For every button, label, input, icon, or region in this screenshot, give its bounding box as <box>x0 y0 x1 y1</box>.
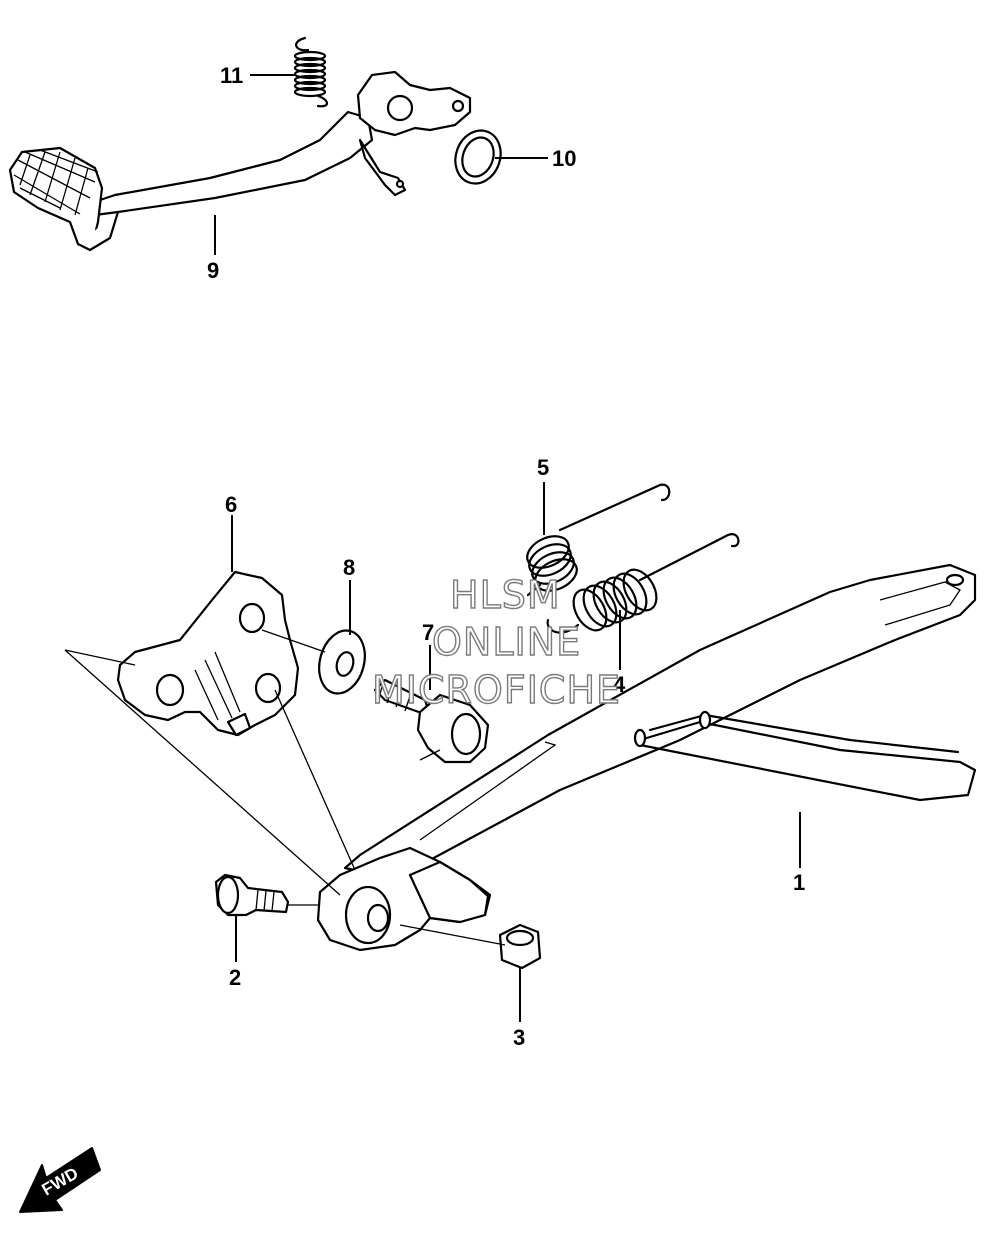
watermark: HLSM ONLINE MICROFICHE <box>371 572 621 712</box>
callout-1: 1 <box>793 870 805 895</box>
assembly-guide-lines <box>64 629 506 946</box>
washer-part-8[interactable] <box>312 625 371 698</box>
bolt-part-2[interactable] <box>214 873 290 917</box>
callout-4: 4 <box>613 672 626 697</box>
leader-lines <box>214 74 801 1022</box>
watermark-line-2: ONLINE <box>432 620 581 664</box>
callout-6: 6 <box>225 492 237 517</box>
callout-2: 2 <box>229 965 241 990</box>
callout-9: 9 <box>207 258 219 283</box>
callout-10: 10 <box>552 146 576 171</box>
spring-part-5[interactable] <box>522 483 671 597</box>
side-stand[interactable] <box>316 563 977 952</box>
bracket-part-6[interactable] <box>116 570 300 737</box>
fwd-arrow-icon: FWD <box>19 1147 101 1213</box>
callout-11: 11 <box>220 63 243 88</box>
spring-part-4[interactable] <box>546 533 740 636</box>
callout-8: 8 <box>343 555 355 580</box>
callout-7: 7 <box>422 620 434 645</box>
callout-5: 5 <box>537 455 549 480</box>
spring-part-11[interactable] <box>293 36 329 108</box>
bolt-part-7[interactable] <box>373 678 490 764</box>
callout-3: 3 <box>513 1025 525 1050</box>
nut-part-3[interactable] <box>498 923 542 970</box>
watermark-line-1: HLSM <box>450 573 561 617</box>
gear-shift-lever[interactable] <box>8 70 472 252</box>
washer-part-10[interactable] <box>448 124 508 190</box>
watermark-line-3: MICROFICHE <box>372 668 621 712</box>
